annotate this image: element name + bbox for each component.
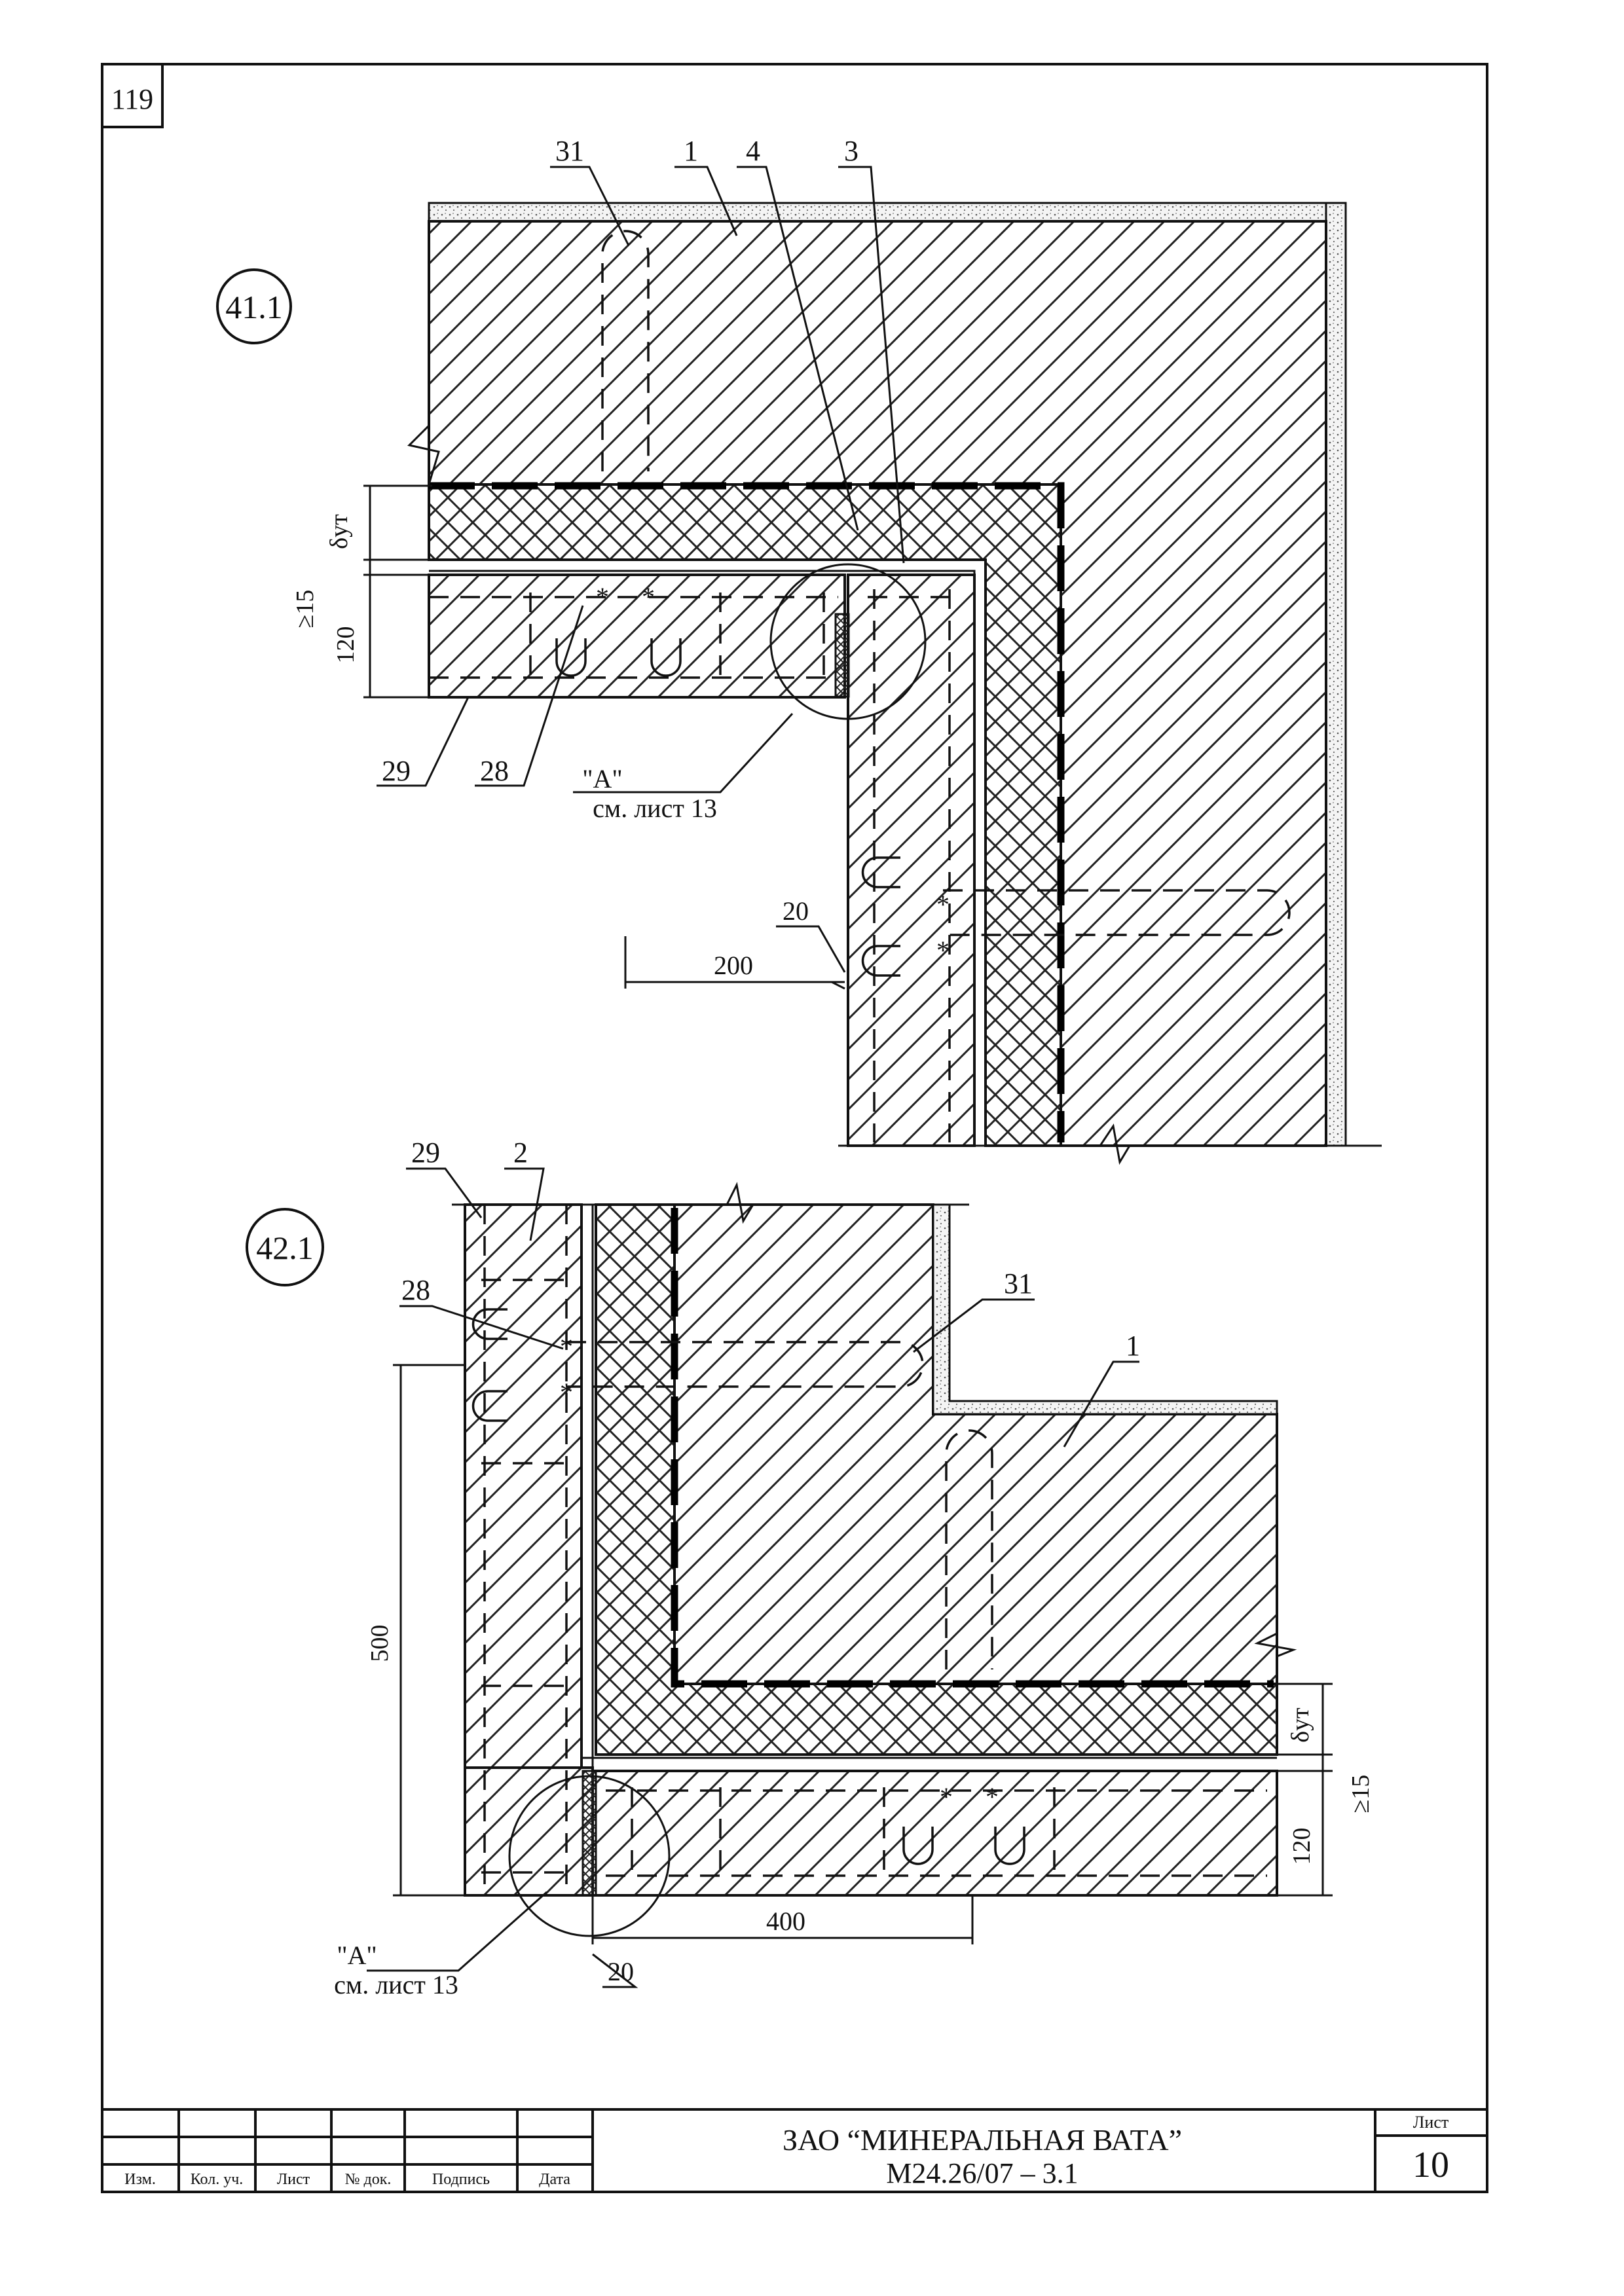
reinforcement-mesh [429,589,956,1142]
vapor-barrier-film [429,482,1065,1142]
detail-41-1: * * * * 41.1 31 1 4 3 29 28 "А" см. лист 1… [216,135,1382,1165]
dim-120: 120 [332,627,360,664]
leader-lines [367,1167,1139,1988]
label-31: 31 [1004,1267,1033,1300]
facing-brick-vertical [847,574,976,1147]
dim-ge15: ≥15 [291,590,319,629]
masonry-wall [673,1203,1278,1685]
svg-text:*: * [560,1377,573,1407]
document-code: М24.26/07 – 3.1 [886,2157,1078,2189]
detail-id: 42.1 [256,1230,314,1266]
vapor-barrier-film [671,1208,1274,1688]
callout-a-ref: см. лист 13 [593,793,717,823]
dim-delta: δут [1287,1707,1314,1743]
label-20: 20 [608,1957,634,1986]
detail-callout-circle-a [769,563,927,720]
label-4: 4 [746,135,760,167]
label-1: 1 [684,135,698,167]
dim-120: 120 [1288,1828,1316,1865]
svg-text:*: * [986,1782,999,1812]
label-31: 31 [555,135,584,167]
col-n-dok: № док. [345,2171,392,2188]
dim-delta: δут [325,514,353,549]
detail-id: 41.1 [225,289,283,325]
dim-400: 400 [766,1906,805,1936]
plaster-layer-top [428,202,1347,223]
col-list: Лист [277,2171,310,2188]
break-line-right [1254,1632,1297,1658]
break-line-left [407,216,440,485]
dimension-lines [363,484,845,990]
svg-text:*: * [936,936,950,965]
wall-ties [471,1308,1025,1865]
label-1: 1 [1126,1330,1140,1362]
tie-star-marks: * * * * [560,1332,999,1812]
sheet-label: Лист [1413,2113,1449,2132]
svg-text:*: * [936,890,950,919]
break-line-bottom [838,1123,1382,1165]
dimension-lines [393,1364,1333,1944]
callout-a-name: "А" [582,764,623,793]
joint-seal [581,1770,597,1897]
title-block [101,2108,1488,2193]
detail-callout-circle-a [508,1775,671,1937]
callout-a-ref: см. лист 13 [334,1970,458,1999]
col-izm: Изм. [124,2171,156,2188]
label-2: 2 [513,1137,528,1169]
facing-brick [428,574,846,699]
detail-id-circle [246,1208,324,1286]
label-20: 20 [783,896,809,926]
svg-text:*: * [560,1332,573,1361]
label-28: 28 [401,1274,430,1306]
dim-500: 500 [366,1625,394,1662]
svg-text:*: * [596,582,609,611]
reinforcement-mesh [481,1205,1267,1886]
label-29: 29 [411,1137,440,1169]
detail-id-circle [216,268,292,344]
joint-seal [834,613,850,698]
col-kol-uch: Кол. уч. [191,2171,244,2188]
leader-lines [377,166,905,973]
plaster-layer [932,1203,1278,1415]
corner-number-box [101,63,164,128]
label-3: 3 [844,135,858,167]
svg-text:*: * [642,582,655,611]
sheet-number: 10 [1412,2145,1449,2185]
dim-ge15: ≥15 [1347,1775,1375,1813]
col-podpis: Подпись [432,2171,490,2188]
corner-number: 119 [111,83,153,115]
wall-ties [555,230,1291,977]
callout-a-name: "А" [337,1941,377,1970]
tie-star-marks: * * * * [596,582,950,965]
title-block-columns: Изм. Кол. уч. Лист № док. Подпись Дата [124,2171,570,2188]
svg-text:*: * [940,1782,953,1812]
plaster-layer-right [1325,202,1347,1147]
company-name: ЗАО “МИНЕРАЛЬНАЯ ВАТА” [783,2123,1182,2157]
label-29: 29 [382,755,411,787]
dim-200: 200 [714,951,753,980]
col-data: Дата [539,2171,570,2188]
break-line-top [452,1182,969,1224]
facing-brick-vertical [464,1203,583,1769]
detail-42-1: ** ** 42.1 29 2 28 31 1 "А" см. лист 13 … [246,1137,1375,1999]
label-28: 28 [480,755,509,787]
